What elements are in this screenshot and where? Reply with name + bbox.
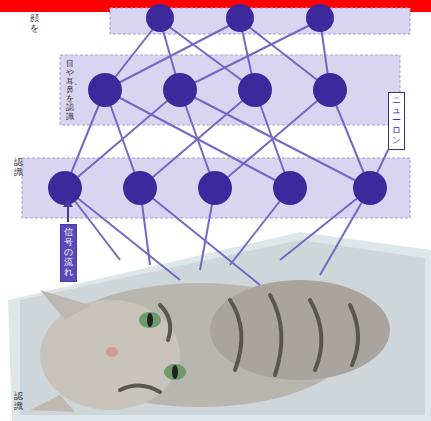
signal-arrow xyxy=(63,199,73,222)
flow-label-box: 信号の流れ xyxy=(60,224,77,282)
node-text: ニューロン xyxy=(392,96,401,145)
node-text: 信号の流れ xyxy=(64,228,73,277)
callout-box: ニューロン xyxy=(388,92,405,150)
neuron-links xyxy=(65,20,388,285)
layer-label: 認識 xyxy=(14,392,23,412)
layer-label: 認識 xyxy=(14,158,23,178)
layer-label: 目や耳、鼻を認識 xyxy=(66,60,74,122)
neurons xyxy=(48,4,387,205)
layer-label: 顔を xyxy=(30,14,39,34)
